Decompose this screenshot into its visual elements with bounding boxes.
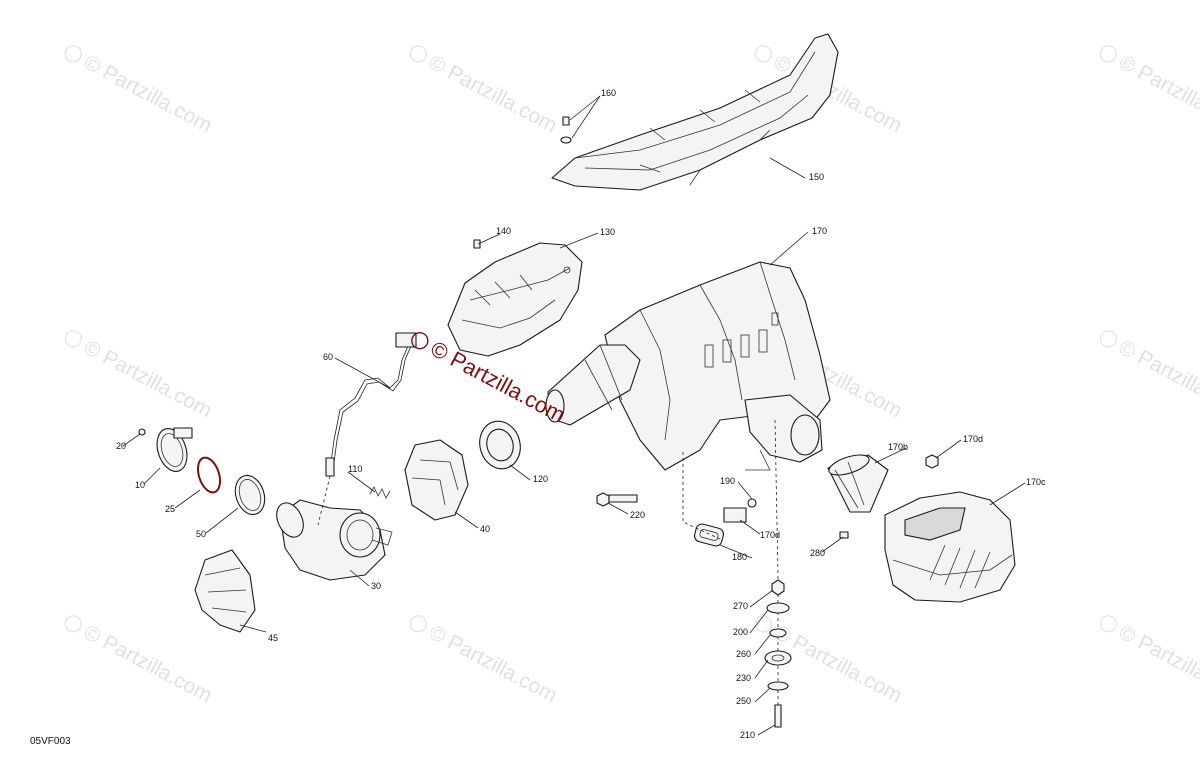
- part-160-screw[interactable]: [560, 116, 572, 144]
- part-170c-tail-cover[interactable]: [884, 491, 1016, 603]
- watermark-bottom-center: © Partzilla.com: [409, 615, 561, 708]
- assembly-line-190: [682, 452, 723, 541]
- part-150-heat-shield[interactable]: [551, 33, 839, 191]
- callout-20[interactable]: 20: [116, 441, 126, 451]
- part-230-grommet[interactable]: [764, 650, 792, 666]
- callout-170d[interactable]: 170d: [963, 434, 983, 444]
- callout-190[interactable]: 180: [732, 552, 747, 562]
- callout-250[interactable]: 250: [736, 696, 751, 706]
- part-170d-nut[interactable]: [925, 454, 939, 469]
- svg-text:© Partzilla.com: © Partzilla.com: [1115, 621, 1200, 708]
- svg-text:© Partzilla.com: © Partzilla.com: [80, 51, 216, 138]
- callout-10[interactable]: 10: [135, 480, 145, 490]
- callout-170c[interactable]: 170c: [1026, 477, 1046, 487]
- watermark-top-left: © Partzilla.com: [64, 45, 216, 138]
- callout-270[interactable]: 270: [733, 601, 748, 611]
- part-200-nut[interactable]: [747, 498, 757, 508]
- part-60-oxygen-sensor[interactable]: [317, 332, 417, 526]
- part-190-bracket[interactable]: [693, 523, 725, 548]
- callout-45[interactable]: 45: [268, 633, 278, 643]
- part-270-nut[interactable]: [771, 579, 785, 596]
- svg-text:© Partzilla.com: © Partzilla.com: [1115, 336, 1200, 423]
- callout-200[interactable]: 190: [720, 476, 735, 486]
- callout-180[interactable]: 170d: [760, 530, 780, 540]
- callout-140[interactable]: 140: [496, 226, 511, 236]
- callout-160[interactable]: 160: [601, 88, 616, 98]
- watermark-middle-left: © Partzilla.com: [64, 330, 216, 423]
- part-25-o-ring[interactable]: [194, 455, 224, 495]
- watermark-middle-right: © Partzilla.com: [1099, 330, 1200, 423]
- watermark-bottom-left: © Partzilla.com: [64, 615, 216, 708]
- part-120-gasket[interactable]: [474, 417, 525, 474]
- svg-text:© Partzilla.com: © Partzilla.com: [770, 621, 906, 708]
- callout-220[interactable]: 200: [733, 627, 748, 637]
- callout-150[interactable]: 150: [809, 172, 824, 182]
- callout-30[interactable]: 30: [371, 581, 381, 591]
- part-30-exhaust-elbow[interactable]: [272, 499, 393, 581]
- callout-280[interactable]: 280: [810, 548, 825, 558]
- callout-240[interactable]: 220: [630, 510, 645, 520]
- part-260-spacer[interactable]: [769, 628, 787, 638]
- svg-text:© Partzilla.com: © Partzilla.com: [1115, 51, 1200, 138]
- part-130-heat-shield[interactable]: [447, 242, 583, 357]
- watermark-top-right: © Partzilla.com: [1099, 45, 1200, 138]
- callout-230[interactable]: 230: [736, 673, 751, 683]
- watermark-bottom-right: © Partzilla.com: [1099, 615, 1200, 708]
- part-50-band-clamp[interactable]: [231, 472, 270, 519]
- callout-labels: 160 150 140 130 170 60 110 120 40 30 20 …: [116, 88, 1046, 740]
- part-170-muffler[interactable]: [545, 261, 831, 471]
- part-220-washer[interactable]: [766, 602, 790, 614]
- watermark-top-center: © Partzilla.com: [409, 45, 561, 138]
- diagram-code: 05VF003: [30, 736, 71, 747]
- callout-120[interactable]: 120: [533, 474, 548, 484]
- svg-text:© Partzilla.com: © Partzilla.com: [80, 621, 216, 708]
- callout-260[interactable]: 260: [736, 649, 751, 659]
- svg-text:© Partzilla.com: © Partzilla.com: [425, 51, 561, 138]
- callout-110[interactable]: 110: [348, 464, 362, 474]
- callout-40[interactable]: 40: [480, 524, 490, 534]
- callout-50[interactable]: 50: [196, 529, 206, 539]
- callout-210[interactable]: 210: [740, 730, 755, 740]
- leader-lines: [122, 95, 1026, 736]
- part-140-screw[interactable]: [473, 239, 481, 249]
- callout-170b[interactable]: 170b: [888, 442, 908, 452]
- part-45-lower-shield[interactable]: [194, 549, 256, 633]
- part-280-screw[interactable]: [839, 531, 849, 539]
- svg-text:© Partzilla.com: © Partzilla.com: [80, 336, 216, 423]
- part-40-shield[interactable]: [404, 439, 469, 521]
- svg-text:© Partzilla.com: © Partzilla.com: [425, 621, 561, 708]
- part-210-bolt[interactable]: [774, 704, 782, 728]
- callout-60[interactable]: 60: [323, 352, 333, 362]
- part-180-isolator[interactable]: [723, 507, 747, 523]
- callout-170[interactable]: 170: [812, 226, 827, 236]
- part-110-spring[interactable]: [369, 486, 391, 499]
- part-20-nut[interactable]: [138, 428, 146, 436]
- part-240-bolt[interactable]: [596, 492, 638, 507]
- assembly-line-bottom: [774, 419, 779, 725]
- part-170b-outlet-cone[interactable]: [827, 451, 889, 513]
- callout-130[interactable]: 130: [600, 227, 615, 237]
- callout-25[interactable]: 25: [165, 504, 175, 514]
- part-250-washer[interactable]: [767, 681, 789, 691]
- part-10-clamp[interactable]: [152, 425, 193, 475]
